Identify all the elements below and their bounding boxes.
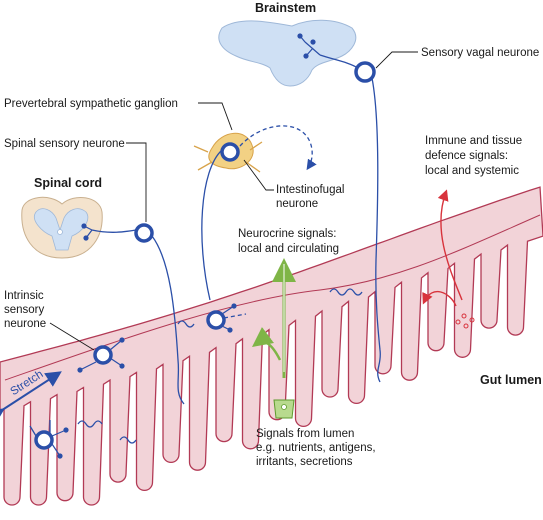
immune-systemic-arrow [437, 189, 463, 301]
neurocrine-label-2: local and circulating [238, 243, 339, 255]
brainstem-label: Brainstem [255, 1, 316, 15]
immune-cells [455, 313, 475, 329]
intestinofugal-efferent [239, 125, 317, 171]
myenteric-wavy [77, 420, 137, 444]
spinal-cord-section [21, 196, 103, 259]
neurocrine-local-arrow [251, 327, 282, 361]
brainstem-shape [218, 19, 357, 87]
spinal-sensory-label: Spinal sensory neurone [4, 138, 125, 150]
spinal-dendrite [81, 223, 93, 241]
intestinofugal-label-2: neurone [276, 198, 318, 210]
intestinofugal-leader [243, 159, 274, 191]
immune-label-2: defence signals: [425, 150, 508, 162]
ganglion [193, 132, 263, 173]
vagal-leader [375, 51, 418, 69]
signals-label-2: e.g. nutrients, antigens, [256, 442, 376, 454]
submucosal-wavy [177, 320, 195, 328]
myenteric-neurone-body [34, 430, 54, 450]
spinal-sensory-leader [126, 142, 147, 222]
immune-label-1: Immune and tissue [425, 135, 522, 147]
vagal-wavy-ending [329, 288, 363, 296]
immune-label-3: local and systemic [425, 165, 519, 177]
spinal-axon [91, 229, 185, 405]
prevertebral-leader [198, 102, 233, 131]
intestinofugal-label-1: Intestinofugal [276, 184, 344, 196]
myenteric-processes [51, 427, 69, 459]
prevertebral-label: Prevertebral sympathetic ganglion [4, 98, 178, 110]
sensory-vagal-label: Sensory vagal neurone [421, 47, 539, 59]
intrinsic-processes [77, 337, 125, 373]
spinal-neurone-body [134, 223, 154, 243]
gut-lumen-label: Gut lumen [480, 373, 542, 387]
vagal-neurone-body [354, 61, 376, 83]
brainstem-dendrite [297, 33, 321, 59]
intrinsic-label-2: sensory [4, 304, 45, 316]
signals-label-1: Signals from lumen [256, 428, 354, 440]
submucosal-neurone-body [206, 310, 226, 330]
neurocrine-label-1: Neurocrine signals: [238, 228, 336, 240]
submucosal-efferent [223, 313, 247, 319]
immune-local-arrow [422, 290, 457, 307]
ganglion-neurone-body [220, 142, 240, 162]
submucosal-processes [221, 303, 237, 333]
signals-label-3: irritants, secretions [256, 456, 353, 468]
enteroendocrine-cell [273, 399, 295, 419]
vagal-axon [319, 54, 381, 383]
intrinsic-label-3: neurone [4, 318, 46, 330]
intrinsic-label-1: Intrinsic [4, 290, 44, 302]
ganglion-axon-loop [201, 149, 223, 301]
intrinsic-leader [49, 322, 95, 351]
intrinsic-neurone-body [93, 345, 113, 365]
spinal-cord-label: Spinal cord [34, 176, 102, 190]
